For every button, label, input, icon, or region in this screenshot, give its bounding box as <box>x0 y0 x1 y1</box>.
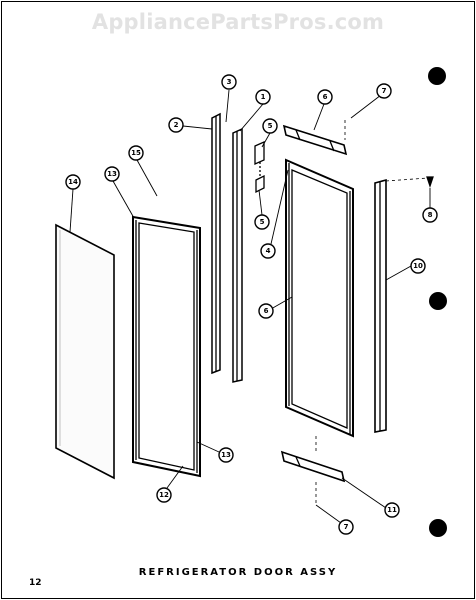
binder-hole-middle <box>429 292 447 310</box>
binder-hole-top <box>428 67 446 85</box>
callout-8: 8 <box>422 207 438 223</box>
callout-number: 8 <box>428 211 433 219</box>
callout-number: 5 <box>260 218 265 226</box>
part-vertical-strip <box>211 112 221 375</box>
part-top-bracket <box>282 124 348 156</box>
callout-number: 7 <box>344 523 349 531</box>
callout-number: 15 <box>131 149 141 157</box>
diagram-title: REFRIGERATOR DOOR ASSY <box>138 567 338 578</box>
callout-13-bottom: 13 <box>218 447 234 463</box>
callouts: 3 1 2 6 7 5 15 14 13 5 4 8 10 6 13 12 11… <box>65 74 438 535</box>
callout-number: 3 <box>227 78 232 86</box>
callout-number: 13 <box>107 170 117 178</box>
alignment-lines <box>315 120 429 505</box>
callout-number: 4 <box>266 247 271 255</box>
callout-3: 3 <box>221 74 237 90</box>
callout-1: 1 <box>255 89 271 105</box>
watermark: AppliancePartsPros.com <box>91 10 385 34</box>
callout-5-bottom: 5 <box>254 214 270 230</box>
callout-number: 14 <box>68 178 78 186</box>
callout-number: 12 <box>159 491 169 499</box>
callout-number: 7 <box>382 87 387 95</box>
binder-hole-bottom <box>429 519 447 537</box>
callout-number: 13 <box>221 451 231 459</box>
callout-4: 4 <box>260 243 276 259</box>
callout-number: 2 <box>174 121 179 129</box>
callout-2: 2 <box>168 117 184 133</box>
callout-13-top: 13 <box>104 166 120 182</box>
callout-7-top: 7 <box>376 83 392 99</box>
callout-number: 11 <box>387 506 397 514</box>
callout-15: 15 <box>128 145 144 161</box>
callout-7-bottom: 7 <box>338 519 354 535</box>
page-number: 12 <box>29 578 42 588</box>
callout-number: 1 <box>261 93 266 101</box>
leader-lines <box>69 89 431 509</box>
callout-number: 6 <box>323 93 328 101</box>
callout-6-top: 6 <box>317 89 333 105</box>
part-vertical-channel <box>232 127 243 383</box>
callout-12: 12 <box>156 487 172 503</box>
callout-number: 5 <box>268 122 273 130</box>
callout-10: 10 <box>410 258 426 274</box>
callout-11: 11 <box>384 502 400 518</box>
callout-number: 10 <box>413 262 423 270</box>
callout-5-top: 5 <box>262 118 278 134</box>
part-screw <box>426 176 434 189</box>
part-inner-liner <box>285 158 354 438</box>
leader-line-7-bottom <box>315 504 342 524</box>
part-door-panel <box>55 223 115 480</box>
callout-6-liner: 6 <box>258 303 274 319</box>
part-outer-frame <box>132 215 201 478</box>
part-bottom-bracket <box>280 450 346 483</box>
part-gasket-strip <box>374 178 387 433</box>
callout-number: 6 <box>264 307 269 315</box>
callout-14: 14 <box>65 174 81 190</box>
part-hinge-pieces <box>254 140 265 194</box>
